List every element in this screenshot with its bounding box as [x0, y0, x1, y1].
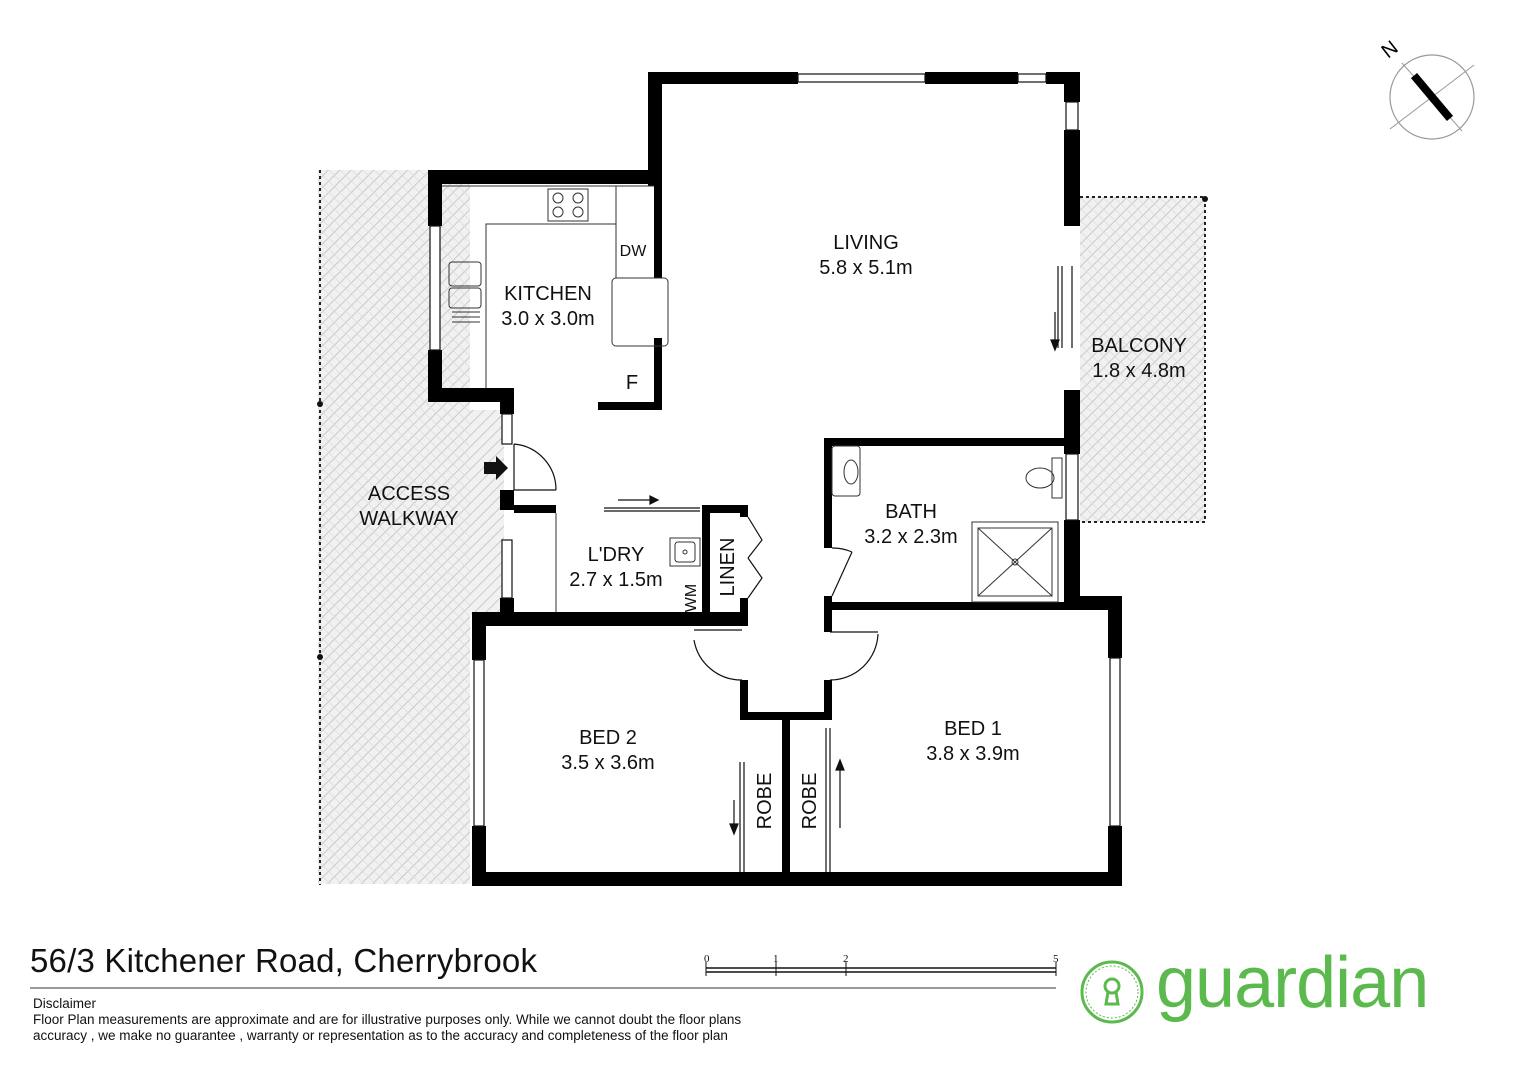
- bed2-label: BED 2: [579, 727, 637, 749]
- bath-size: 3.2 x 2.3m: [864, 526, 957, 548]
- walls: [428, 72, 1122, 886]
- living-size: 5.8 x 5.1m: [819, 257, 912, 279]
- entry-arrow-icon: [484, 456, 508, 480]
- doors: [513, 266, 1073, 872]
- disclaimer-heading: Disclaimer: [33, 996, 97, 1011]
- scale-tick-1: 1: [773, 953, 779, 965]
- dishwasher-label: DW: [620, 243, 648, 260]
- scale-tick-5: 5: [1053, 953, 1059, 965]
- bed2-size: 3.5 x 3.6m: [561, 752, 654, 774]
- living-label: LIVING: [833, 232, 899, 254]
- scale-bar: 0 1 2 5: [704, 953, 1059, 976]
- access-walkway-area: [317, 170, 504, 885]
- brand-logo: guardian: [1080, 943, 1510, 1040]
- washing-machine-label: WM: [683, 584, 700, 612]
- kitchen-size: 3.0 x 3.0m: [501, 308, 594, 330]
- bath-fixtures: [831, 445, 1063, 603]
- kitchen-label: KITCHEN: [504, 283, 592, 305]
- scale-tick-2: 2: [843, 953, 849, 965]
- compass-north-label: N: [1378, 37, 1403, 63]
- disclaimer-line1: Floor Plan measurements are approximate …: [33, 1012, 742, 1027]
- bed1-size: 3.8 x 3.9m: [926, 743, 1019, 765]
- balcony-area: [1080, 196, 1208, 523]
- linen-label: LINEN: [717, 538, 739, 597]
- access-label-line1: ACCESS: [368, 483, 450, 505]
- brand-wordmark: guardian: [1156, 943, 1429, 1023]
- disclaimer: Disclaimer Floor Plan measurements are a…: [33, 996, 933, 1044]
- fridge-label: F: [626, 372, 638, 394]
- windows: [429, 73, 1121, 827]
- laundry-size: 2.7 x 1.5m: [569, 569, 662, 591]
- access-label-line2: WALKWAY: [359, 508, 458, 530]
- scale-tick-0: 0: [704, 953, 710, 965]
- disclaimer-line2: accuracy , we make no guarantee , warran…: [33, 1028, 728, 1043]
- laundry-tub: [555, 513, 701, 612]
- robe-bed1-label: ROBE: [799, 773, 821, 830]
- bath-label: BATH: [885, 501, 937, 523]
- robe-bed2-label: ROBE: [754, 773, 776, 830]
- keyhole-seal-icon: [1080, 960, 1144, 1024]
- balcony-label: BALCONY: [1091, 335, 1187, 357]
- balcony-size: 1.8 x 4.8m: [1092, 360, 1185, 382]
- kitchen-benches: [442, 185, 669, 388]
- property-address: 56/3 Kitchener Road, Cherrybrook: [30, 942, 538, 979]
- laundry-label: L'DRY: [588, 544, 645, 566]
- bed1-label: BED 1: [944, 718, 1002, 740]
- compass-icon: N: [1378, 37, 1475, 140]
